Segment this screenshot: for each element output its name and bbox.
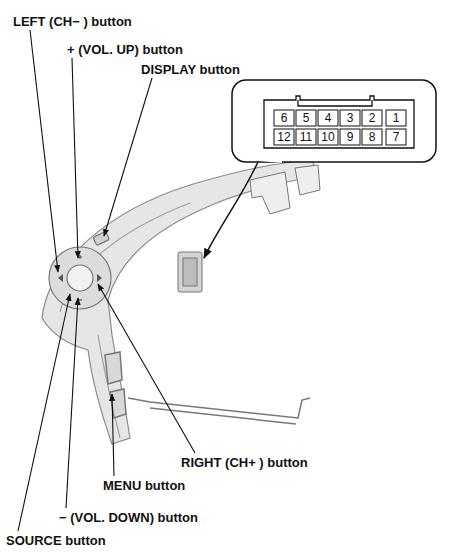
pin-number: 3 [347,112,354,125]
housing-connector [178,252,202,292]
button-label: − (VOL. DOWN) button [58,510,199,525]
mount-bracket [250,165,320,214]
pin-number: 9 [347,131,354,144]
leader-lines [18,30,195,531]
lower-bracket [105,352,310,424]
pin-number: 5 [303,112,310,125]
pin-number: 4 [325,112,332,125]
button-label: + (VOL. UP) button [66,42,184,57]
connector-face [264,96,414,148]
pin-number: 10 [321,131,334,144]
button-label: MENU button [102,478,186,493]
pin-number: 1 [393,112,400,125]
connector-callout [204,80,436,258]
pin-number: 6 [281,112,288,125]
button-label: SOURCE button [5,533,107,548]
button-label: DISPLAY button [140,62,241,77]
pin-number: 8 [369,131,376,144]
pin-number: 12 [277,131,290,144]
pin-number: 7 [393,131,400,144]
button-label: RIGHT (CH+ ) button [180,455,309,470]
switch-housing [42,160,318,444]
pin-number: 2 [369,112,376,125]
button-label: LEFT (CH− ) button [12,14,133,29]
pin-number: 11 [300,131,312,144]
